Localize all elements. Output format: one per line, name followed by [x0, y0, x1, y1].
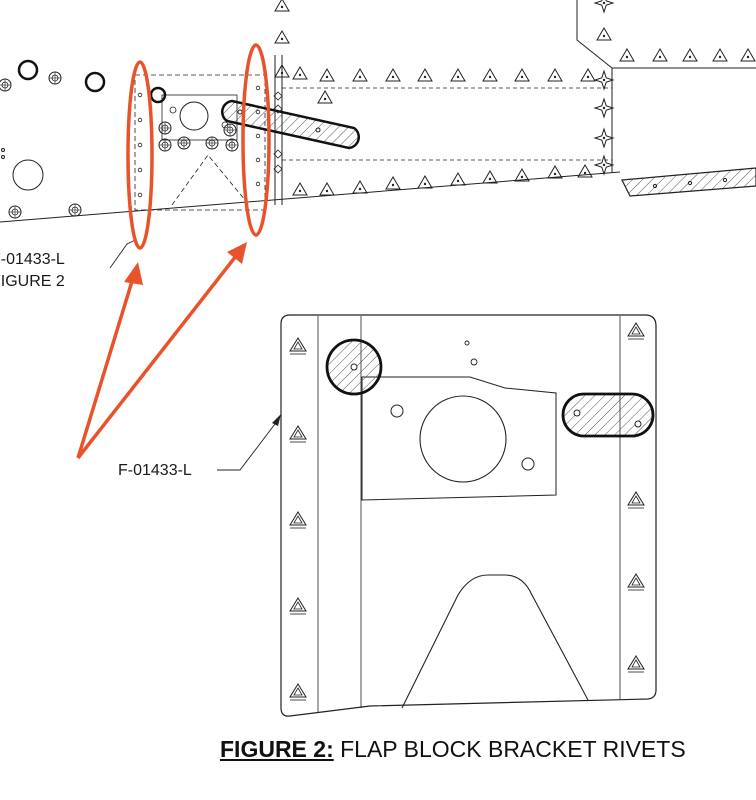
- caption-text: FLAP BLOCK BRACKET RIVETS: [340, 736, 686, 762]
- top-assembly-view: [0, 0, 756, 269]
- callout-top-part-number: F-01433-L: [0, 251, 65, 268]
- arrow-right: [76, 254, 238, 460]
- highlight-ellipse-left: [126, 60, 154, 250]
- figure-caption: FIGURE 2: FLAP BLOCK BRACKET RIVETS: [220, 736, 686, 763]
- highlight-callouts: [76, 43, 271, 460]
- arrow-left: [76, 277, 135, 459]
- caption-prefix: FIGURE 2:: [220, 736, 334, 762]
- highlight-ellipse-right: [241, 43, 271, 237]
- callout-bottom-part-number: F-01433-L: [118, 462, 192, 479]
- callout-top-figure-ref: FIGURE 2: [0, 273, 65, 290]
- bracket-detail-view: [217, 314, 657, 717]
